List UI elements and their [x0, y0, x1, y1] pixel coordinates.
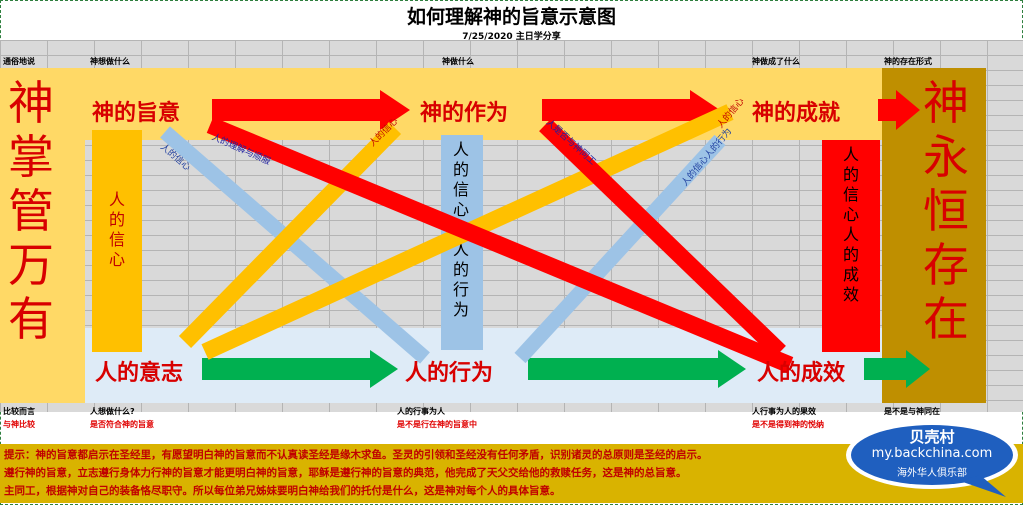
left-yellow-block [0, 68, 85, 403]
diag-blue-2 [514, 134, 726, 364]
node-human-will: 人的意志 [95, 361, 184, 386]
tip-line-2: 遵行神的旨意，立志遵行身体力行神的旨意才能更明白神的旨意，耶稣是遵行神的旨意的典… [4, 467, 687, 479]
footer-f1-label: 比较而言 [3, 407, 35, 416]
footer-f2-value: 是否符合神的旨意 [90, 420, 154, 429]
logo-line2: my.backchina.com [871, 446, 993, 461]
arrow-will-to-action [212, 90, 410, 130]
footer-f4-label: 人行事为人的果效 [752, 407, 816, 416]
header-col3: 神做什么 [442, 57, 474, 66]
diagram-title: 如何理解神的旨意示意图 [406, 6, 616, 28]
faith-result-bar-label: 人的信心人的成效 [842, 145, 859, 304]
logo-line1: 贝壳村 [909, 428, 955, 446]
diagonal-arrows [160, 104, 794, 373]
arrow-haction-to-hresult [528, 350, 746, 388]
horizontal-arrows [202, 90, 930, 388]
header-col5: 神的存在形式 [884, 57, 932, 66]
logo-bubble-shape [846, 421, 1018, 497]
tip-line-3: 主同工，根据神对自己的装备恪尽职守。所以每位弟兄姊妹要明白神给我们的托付是什么，… [4, 485, 561, 497]
arrow-hresult-to-eternal [864, 350, 930, 388]
node-god-will: 神的旨意 [92, 101, 181, 126]
footer-f5-label: 是不是与神同在 [884, 407, 940, 416]
header-col2: 神想做什么 [90, 57, 130, 66]
logo-line3: 海外华人俱乐部 [897, 468, 967, 479]
right-block-text: 神永恒存在 [923, 76, 969, 346]
diag-blue-1 [160, 126, 430, 364]
faith-bar-label: 人的信心 [108, 190, 125, 269]
footer-f2-label: 人想做什么? [90, 407, 135, 416]
arrow-hwill-to-haction [202, 350, 398, 388]
faith-result-bar [822, 140, 880, 352]
arrow-achievement-to-eternal [878, 90, 920, 130]
left-block-text: 神掌管万有 [8, 76, 54, 346]
tip-line-1: 提示：神的旨意都启示在圣经里，有愿望明白神的旨意而不认真读圣经是缘木求鱼。圣灵的… [4, 449, 708, 461]
node-god-achievement: 神的成就 [752, 101, 841, 126]
footer-f3-value: 是不是行在神的旨意中 [397, 420, 477, 429]
faith-bar [92, 130, 142, 352]
node-human-action: 人的行为 [405, 361, 494, 386]
footer-f1-value: 与神比较 [3, 420, 35, 429]
diag-red-1 [206, 117, 794, 373]
diag-yellow-1 [178, 122, 402, 348]
diag-red-2 [539, 118, 786, 359]
footer-f3-label: 人的行事为人 [397, 407, 445, 416]
node-human-result: 人的成效 [757, 361, 846, 386]
header-col1: 通俗地说 [3, 57, 35, 66]
diagram-date: 7/25/2020 主日学分享 [462, 32, 561, 42]
backchina-logo[interactable]: 贝壳村 my.backchina.com 海外华人俱乐部 [840, 417, 1020, 503]
header-col4: 神做成了什么 [752, 57, 800, 66]
node-god-action: 神的作为 [420, 101, 509, 126]
arrow-action-to-achievement [542, 90, 720, 130]
footer-f4-value: 是不是得到神的悦纳 [752, 420, 824, 429]
